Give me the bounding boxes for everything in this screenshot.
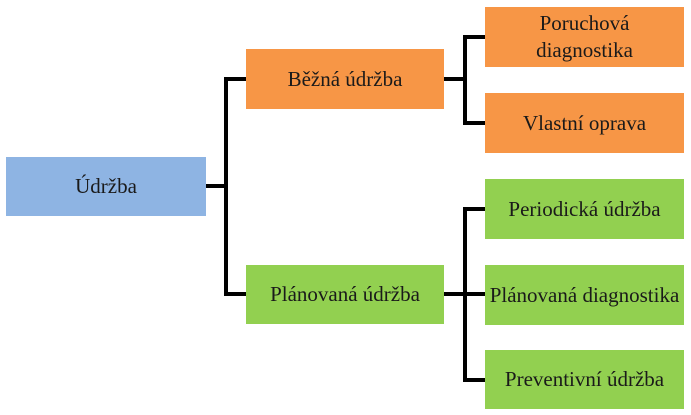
node-preventive-maintenance: Preventivní údržba xyxy=(485,350,684,409)
node-planned-maintenance-label: Plánovaná údržba xyxy=(270,282,420,306)
node-root-label: Údržba xyxy=(75,174,137,198)
node-fault-diagnostics-label: Poruchová diagnostika xyxy=(536,11,633,62)
node-actual-repair-label: Vlastní oprava xyxy=(522,110,647,135)
node-periodic-maintenance-label: Periodická údržba xyxy=(508,196,661,221)
node-actual-repair: Vlastní oprava xyxy=(485,93,684,153)
node-preventive-maintenance-label: Preventivní údržba xyxy=(504,367,665,391)
node-running-maintenance: Běžná údržba xyxy=(246,49,444,109)
node-planned-diagnostics: Plánovaná diagnostika xyxy=(485,265,684,325)
node-fault-diagnostics: Poruchová diagnostika xyxy=(485,7,684,67)
node-planned-maintenance: Plánovaná údržba xyxy=(246,265,444,324)
node-periodic-maintenance: Periodická údržba xyxy=(485,179,684,239)
node-planned-diagnostics-label: Plánovaná diagnostika xyxy=(489,282,680,307)
node-root: Údržba xyxy=(6,157,206,216)
node-running-maintenance-label: Běžná údržba xyxy=(287,66,403,91)
